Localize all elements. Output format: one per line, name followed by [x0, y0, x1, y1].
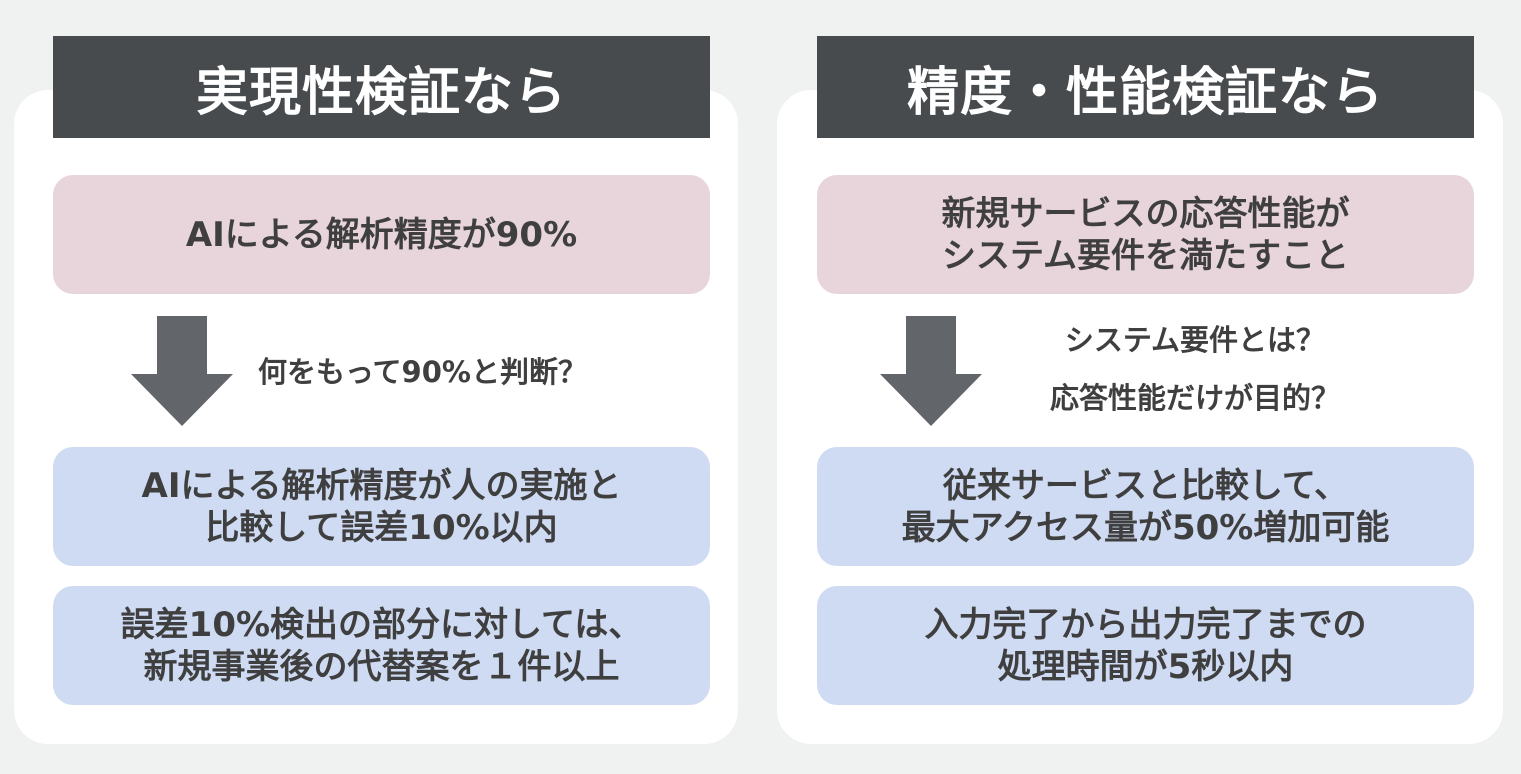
right-criterion-box-2: 入力完了から出力完了までの 処理時間が5秒以内	[817, 586, 1474, 705]
left-criterion-1-line-1: AIによる解析精度が人の実施と	[141, 465, 622, 506]
right-question-note: システム要件とは？ 応答性能だけが目的？	[1015, 322, 1375, 416]
left-criterion-2-line-1: 誤差10%検出の部分に対しては、	[120, 604, 643, 645]
right-goal-line-1: 新規サービスの応答性能が	[941, 193, 1350, 234]
right-criterion-2-line-2: 処理時間が5秒以内	[997, 646, 1294, 687]
right-criterion-2-line-1: 入力完了から出力完了までの	[924, 604, 1367, 645]
left-goal-line-1: AIによる解析精度が90%	[185, 214, 578, 255]
right-criterion-box-1: 従来サービスと比較して、 最大アクセス量が50%増加可能	[817, 447, 1474, 566]
left-criterion-2-line-2: 新規事業後の代替案を１件以上	[143, 646, 620, 687]
left-panel-header: 実現性検証なら	[53, 36, 710, 138]
right-goal-line-2: システム要件を満たすこと	[942, 235, 1349, 276]
right-question-line-2: 応答性能だけが目的？	[1049, 381, 1340, 415]
right-goal-box: 新規サービスの応答性能が システム要件を満たすこと	[817, 175, 1474, 294]
left-criterion-box-2: 誤差10%検出の部分に対しては、 新規事業後の代替案を１件以上	[53, 586, 710, 705]
left-criterion-1-line-2: 比較して誤差10%以内	[205, 507, 558, 548]
right-criterion-1-line-1: 従来サービスと比較して、	[942, 465, 1349, 506]
right-criterion-1-line-2: 最大アクセス量が50%増加可能	[901, 507, 1390, 548]
left-question-line-1: 何をもって90%と判断？	[258, 355, 587, 389]
left-question-note: 何をもって90%と判断？	[258, 354, 587, 390]
right-panel-header: 精度・性能検証なら	[817, 36, 1474, 138]
left-down-arrow-icon	[131, 316, 233, 426]
right-question-line-1: システム要件とは？	[1064, 323, 1326, 357]
right-down-arrow-icon	[880, 316, 982, 426]
left-criterion-box-1: AIによる解析精度が人の実施と 比較して誤差10%以内	[53, 447, 710, 566]
left-goal-box: AIによる解析精度が90%	[53, 175, 710, 294]
